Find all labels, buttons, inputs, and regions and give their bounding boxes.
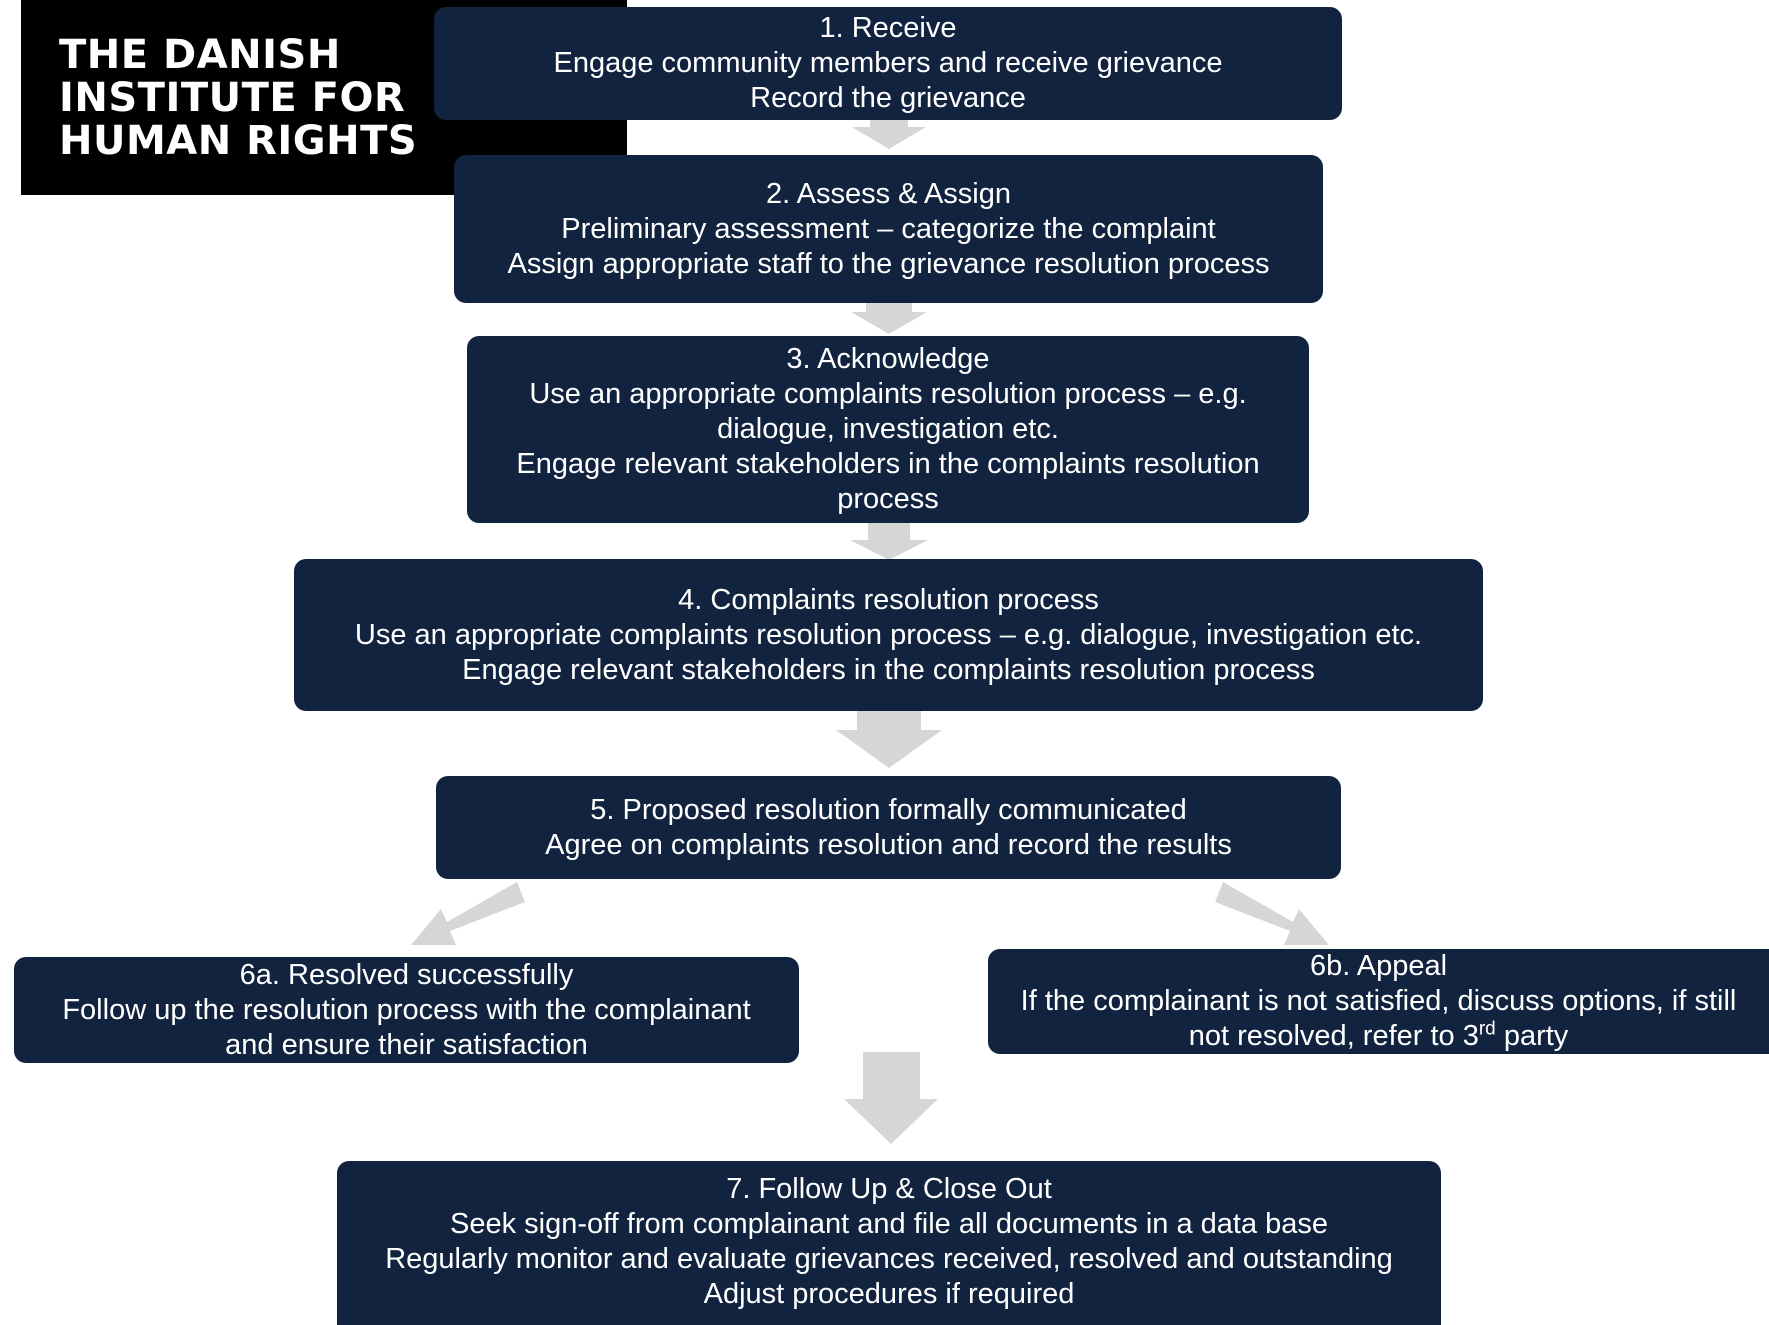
arrow-4-to-5 [836,693,942,768]
appeal-text-end: party [1495,1020,1569,1052]
step-line: Follow up the resolution process with th… [62,993,751,1061]
step-1-receive: 1. Receive Engage community members and … [434,7,1342,120]
arrow-5-to-6a [411,882,525,945]
logo-text: THE DANISH INSTITUTE FOR HUMAN RIGHTS [59,34,417,163]
step-6a-resolved: 6a. Resolved successfully Follow up the … [14,957,799,1063]
step-line: Regularly monitor and evaluate grievance… [385,1243,1393,1275]
step-title: 6b. Appeal [1309,950,1448,982]
step-line: Engage relevant stakeholders in the comp… [462,653,1315,686]
step-4-complaints-resolution: 4. Complaints resolution process Use an … [294,559,1483,711]
logo-line: INSTITUTE FOR [59,75,406,121]
step-line: Adjust procedures if required [703,1278,1075,1310]
step-3-acknowledge: 3. Acknowledge Use an appropriate compla… [467,336,1309,523]
step-line: If the complainant is not satisfied, dis… [1020,985,1737,1017]
step-line: Preliminary assessment – categorize the … [561,212,1216,245]
step-title: 7. Follow Up & Close Out [726,1173,1052,1205]
arrow-1-to-2 [852,112,926,149]
step-line: Engage community members and receive gri… [553,47,1223,79]
step-line: Assign appropriate staff to the grievanc… [507,247,1270,280]
arrow-2-to-3 [851,298,927,334]
arrow-3-to-4 [850,522,928,560]
step-line: Use an appropriate complaints resolution… [354,618,1423,651]
step-2-assess-assign: 2. Assess & Assign Preliminary assessmen… [454,155,1323,303]
step-line: Seek sign-off from complainant and file … [449,1208,1329,1240]
step-line: Record the grievance [750,82,1026,114]
step-6b-appeal: 6b. Appeal If the complainant is not sat… [988,949,1769,1054]
step-line: Use an appropriate complaints resolution… [529,378,1247,445]
step-line: Engage relevant stakeholders in the comp… [516,448,1260,515]
step-title: 2. Assess & Assign [765,177,1011,210]
step-line: not resolved, refer to 3rd party [1189,1019,1569,1054]
step-5-proposed-resolution: 5. Proposed resolution formally communic… [436,776,1341,879]
step-line: Agree on complaints resolution and recor… [545,828,1232,861]
step-title: 1. Receive [819,12,957,44]
appeal-text: not resolved, refer to 3 [1188,1020,1479,1052]
step-title: 6a. Resolved successfully [239,958,574,991]
arrow-6-to-7 [844,1052,938,1144]
logo-line: THE DANISH [59,32,341,78]
ordinal-suffix: rd [1478,1018,1496,1040]
step-7-follow-up-close-out: 7. Follow Up & Close Out Seek sign-off f… [337,1161,1441,1325]
step-title: 4. Complaints resolution process [678,583,1099,616]
step-title: 3. Acknowledge [786,343,990,375]
logo-line: HUMAN RIGHTS [59,118,418,164]
arrow-5-to-6b [1215,882,1329,945]
step-title: 5. Proposed resolution formally communic… [590,793,1187,826]
